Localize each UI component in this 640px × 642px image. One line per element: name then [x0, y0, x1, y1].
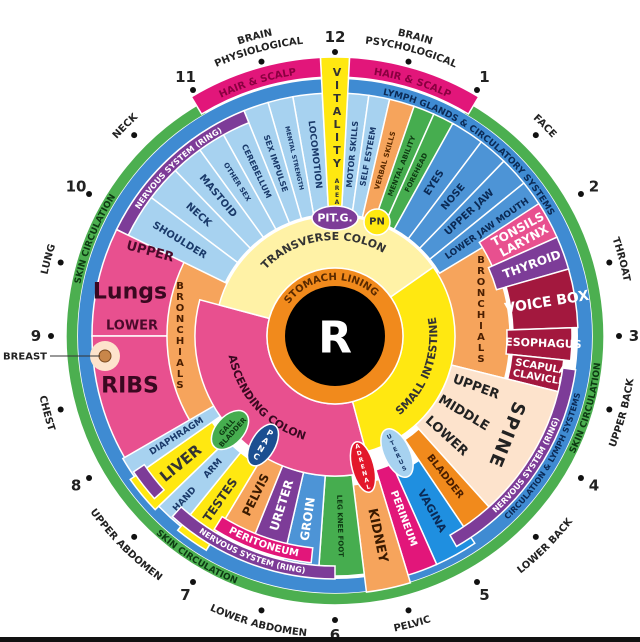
sex-impulse-zone — [242, 101, 303, 224]
esophagus-zone — [505, 326, 573, 362]
zone-dot — [131, 533, 138, 540]
clock-number-10: 10 — [66, 178, 87, 196]
zone-label: UPPER BACK — [608, 377, 637, 449]
clock-number-5: 5 — [479, 586, 489, 604]
clock-number-4: 4 — [589, 477, 599, 495]
gall-bladder-oval — [210, 409, 250, 451]
nervous-system-ring-4 — [132, 463, 166, 500]
pupil-center-label: R — [318, 313, 352, 364]
clock-number-8: 8 — [71, 477, 81, 495]
clock-dot — [332, 49, 338, 55]
clock-dot — [616, 333, 622, 339]
zone-dot — [606, 406, 613, 413]
zone-dot — [405, 58, 412, 65]
clock-dot — [190, 578, 196, 585]
zone-label-text: LOWER ABDOMEN — [208, 603, 307, 639]
nervous-system-ring-3 — [171, 505, 336, 580]
peritoneum-zone — [213, 515, 314, 564]
lungs-label: Lungs — [93, 280, 167, 305]
zone-dot — [258, 607, 265, 614]
zone-dot — [57, 259, 64, 266]
clock-number-2: 2 — [589, 178, 599, 196]
clock-number-1: 1 — [479, 68, 489, 86]
nervous-system-ring-1 — [115, 109, 250, 237]
zone-dot — [532, 132, 539, 139]
pit-g-oval — [311, 205, 359, 231]
zone-dot — [258, 58, 265, 65]
bronchials-left-label: BRONCHIALS — [175, 281, 186, 391]
esophagus-label: ESOPHAGUS — [505, 335, 582, 351]
panc-oval — [246, 423, 280, 467]
clock-number-12: 12 — [325, 28, 346, 46]
zone-dot — [57, 406, 64, 413]
clock-number-9: 9 — [31, 327, 41, 345]
zone-label-text: PELVIC — [393, 614, 432, 634]
zone-label: CHEST — [37, 395, 57, 433]
zone-dot — [532, 533, 539, 540]
zone-label: LUNG — [40, 243, 59, 276]
bottom-bar — [0, 637, 640, 642]
bronchials-right-label: BRONCHIALS — [476, 255, 487, 365]
zone-label: THROAT — [610, 236, 632, 283]
zone-dot — [606, 259, 613, 266]
pn-label: PN — [369, 217, 385, 228]
lungs-lower-label: LOWER — [106, 319, 158, 334]
clock-number-3: 3 — [629, 327, 639, 345]
zone-label: PELVIC — [393, 614, 432, 634]
clock-dot — [474, 87, 480, 94]
breast-label: BREAST — [3, 352, 47, 363]
zone-label-text: UPPER BACK — [608, 377, 637, 449]
vitality-label: VITALITY — [331, 66, 344, 170]
breast-marker-icon — [98, 349, 112, 363]
vitality-area-label: AREA — [334, 178, 341, 206]
zone-label-text: LUNG — [40, 243, 59, 276]
clock-dot — [86, 191, 93, 197]
pn-oval — [363, 208, 391, 236]
zone-label: LOWER ABDOMEN — [208, 603, 307, 639]
clock-dot — [474, 578, 480, 585]
pit-g-label: PIT.G. — [317, 212, 352, 225]
clock-dot — [332, 617, 338, 623]
leg-knee-foot-label: LEG KNEE FOOT — [335, 495, 345, 558]
adrenal-oval — [349, 440, 377, 494]
clock-number-11: 11 — [175, 68, 196, 86]
pupil — [285, 286, 385, 386]
groin-label: GROIN — [297, 496, 317, 541]
uterus-oval — [380, 428, 414, 478]
zone-label-text: THROAT — [610, 236, 632, 283]
clock-dot — [86, 475, 93, 481]
thyroid-zone — [487, 236, 570, 291]
clock-dot — [190, 87, 196, 94]
hair-scalp-right-zone — [347, 56, 480, 116]
clock-number-6: 6 — [330, 626, 340, 642]
zone-label-text: CHEST — [37, 395, 57, 433]
ribs-label: RIBS — [101, 374, 159, 399]
nervous-system-ring-2 — [448, 367, 577, 548]
lower-jaw-mouth-zone — [428, 182, 545, 275]
clock-dot — [577, 191, 584, 197]
clock-dot — [577, 475, 584, 481]
clock-dot — [48, 333, 54, 339]
clock-number-7: 7 — [180, 586, 190, 604]
zone-dot — [131, 132, 138, 139]
zone-dot — [405, 607, 412, 614]
hair-scalp-left-zone — [190, 56, 323, 116]
